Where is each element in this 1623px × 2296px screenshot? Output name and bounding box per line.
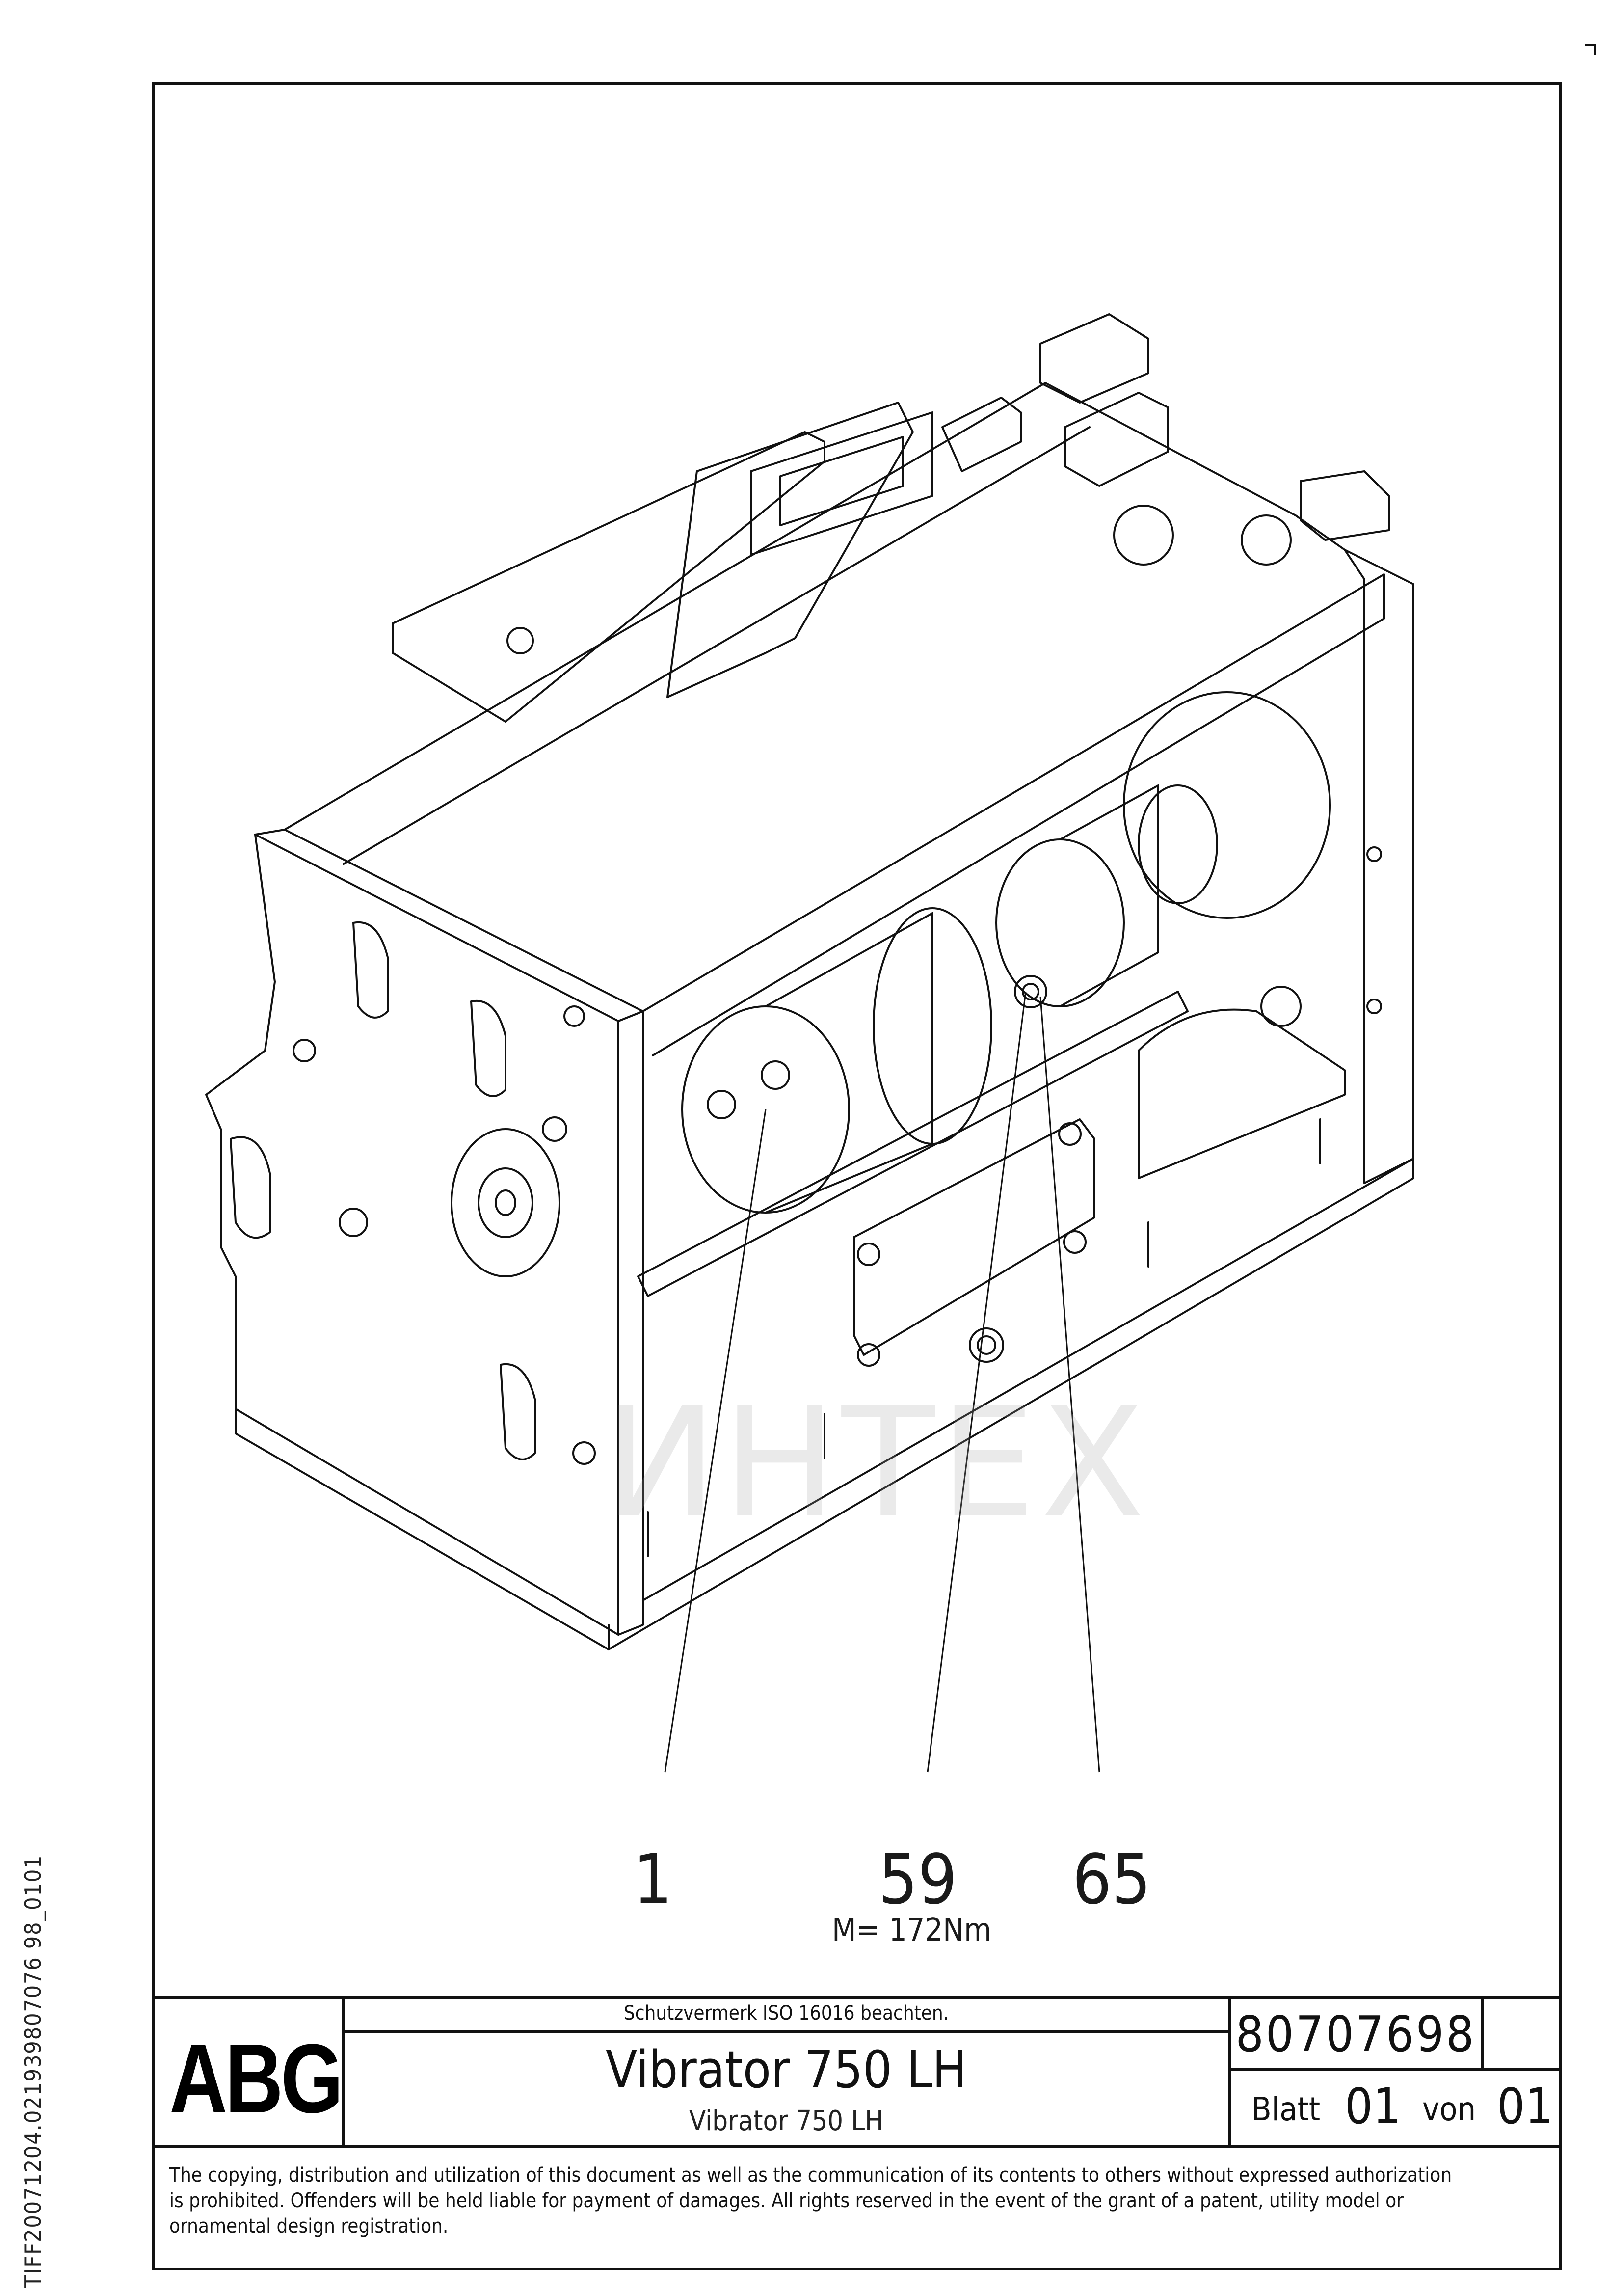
right-end-plate	[1344, 549, 1414, 1184]
callout-65: 65	[1072, 1840, 1151, 1920]
copyright-notice: The copying, distribution and utilizatio…	[169, 2162, 1543, 2239]
left-end-plate	[205, 834, 619, 1636]
copyright-line-1: The copying, distribution and utilizatio…	[169, 2164, 1452, 2187]
nut-59	[1014, 975, 1047, 1008]
abg-logo: ABG	[169, 2024, 344, 2134]
copyright-line-2: is prohibited. Offenders will be held li…	[169, 2189, 1404, 2212]
of-label: von	[1422, 2090, 1476, 2128]
copyright-line-3: ornamental design registration.	[169, 2215, 449, 2238]
document-number: 80707698	[1235, 2005, 1476, 2063]
top-rail	[642, 573, 1385, 1056]
leader-65	[1039, 996, 1100, 1773]
drawing-subtitle: Vibrator 750 LH	[689, 2105, 884, 2137]
corner-mark	[1585, 44, 1596, 55]
sheet-label: Blatt	[1251, 2090, 1321, 2128]
technical-drawing	[205, 313, 1414, 1773]
vibrator-drum-right	[1123, 691, 1331, 919]
callout-1: 1	[633, 1840, 673, 1920]
lifting-handle	[666, 402, 914, 698]
shaft-bearing	[451, 1128, 560, 1277]
torque-spec: M= 172Nm	[832, 1912, 992, 1948]
sheet-number: 01	[1345, 2078, 1401, 2135]
leader-1	[664, 1109, 767, 1773]
clamp-plate	[392, 431, 825, 723]
protection-note: Schutzvermerk ISO 16016 beachten.	[623, 2002, 949, 2025]
watermark-text: ИНТЕХ	[604, 1375, 1150, 1552]
cover-plate	[853, 1118, 1095, 1356]
callout-59: 59	[878, 1840, 958, 1920]
leader-59	[927, 991, 1027, 1773]
base-plate	[235, 1408, 610, 1650]
drawing-frame	[152, 82, 1562, 2270]
side-file-code: TIFF20071204.021939807076 98_0101	[20, 1854, 46, 2288]
drawing-title: Vibrator 750 LH	[606, 2040, 967, 2100]
total-sheets: 01	[1497, 2078, 1553, 2135]
title-block	[152, 1996, 1562, 2148]
